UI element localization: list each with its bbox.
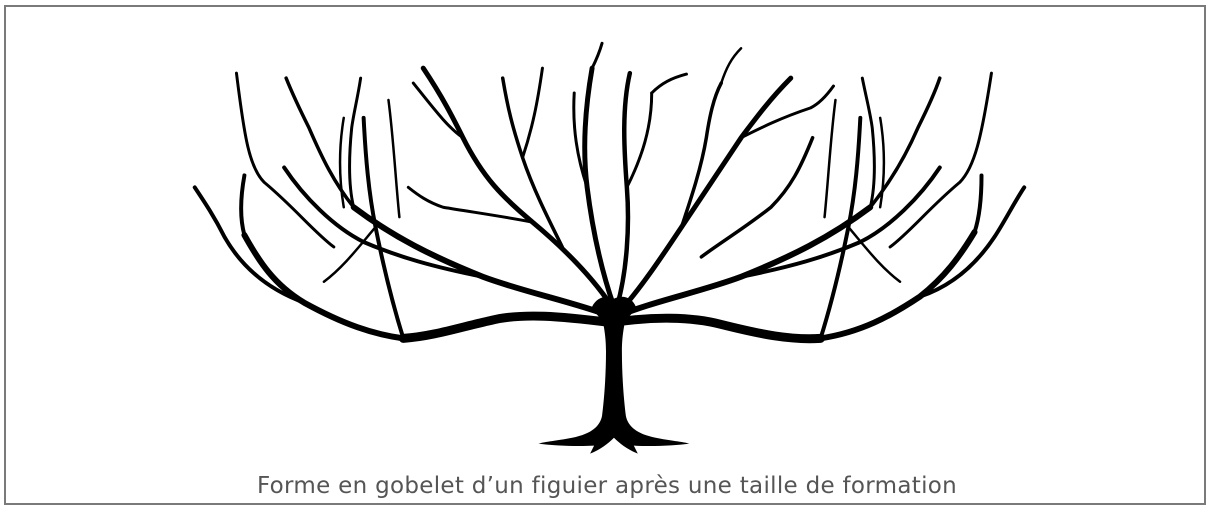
- figure-caption: Forme en gobelet d’un figuier après une …: [6, 473, 1206, 499]
- figure-frame: Forme en gobelet d’un figuier après une …: [4, 5, 1206, 505]
- tree-illustration: [6, 7, 1206, 477]
